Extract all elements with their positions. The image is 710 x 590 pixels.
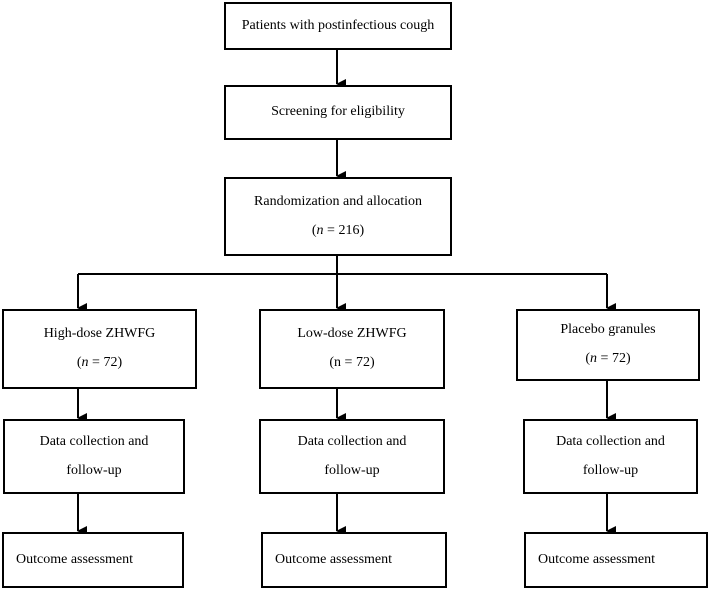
low-dose-count-value: = 72) [341, 355, 375, 370]
patients-label: Patients with postinfectious cough [241, 17, 435, 33]
n-variable: n [316, 222, 324, 238]
data-collection-line1: Data collection and [297, 433, 407, 449]
placebo-label: Placebo granules [560, 322, 656, 338]
placebo-count-value: = 72) [597, 351, 631, 366]
n-variable: n [81, 355, 89, 370]
data-collection-line2: follow-up [582, 462, 639, 478]
data-collection-line2: follow-up [324, 462, 380, 478]
randomization-label: Randomization and allocation [254, 193, 422, 209]
randomization-count-value: = 216) [323, 222, 365, 238]
placebo-box: Placebo granules (n = 72) [516, 309, 700, 381]
randomization-count: (n = 216) [311, 222, 365, 238]
high-dose-count: (n = 72) [76, 355, 123, 370]
high-dose-count-value: = 72) [88, 355, 123, 370]
n-variable: n [590, 351, 598, 366]
data-collection-box-placebo: Data collection and follow-up [523, 419, 698, 494]
outcome-box-low: Outcome assessment [261, 532, 447, 588]
outcome-label: Outcome assessment [16, 551, 134, 567]
outcome-label: Outcome assessment [538, 551, 656, 567]
data-collection-box-high: Data collection and follow-up [3, 419, 185, 494]
outcome-box-high: Outcome assessment [2, 532, 184, 588]
low-dose-count: (n = 72) [329, 355, 375, 370]
low-dose-label: Low-dose ZHWFG [297, 326, 407, 342]
data-collection-line2: follow-up [66, 462, 122, 478]
data-collection-box-low: Data collection and follow-up [259, 419, 445, 494]
placebo-count: (n = 72) [585, 351, 631, 366]
high-dose-box: High-dose ZHWFG (n = 72) [2, 309, 197, 389]
data-collection-line1: Data collection and [39, 433, 149, 449]
screening-label: Screening for eligibility [271, 104, 405, 120]
data-collection-line1: Data collection and [556, 433, 665, 449]
low-dose-box: Low-dose ZHWFG (n = 72) [259, 309, 445, 389]
n-variable: n [334, 355, 342, 370]
outcome-box-placebo: Outcome assessment [524, 532, 708, 588]
outcome-label: Outcome assessment [275, 551, 393, 567]
screening-box: Screening for eligibility [224, 85, 452, 140]
high-dose-label: High-dose ZHWFG [43, 326, 156, 342]
patients-box: Patients with postinfectious cough [224, 2, 452, 50]
randomization-box: Randomization and allocation (n = 216) [224, 177, 452, 256]
